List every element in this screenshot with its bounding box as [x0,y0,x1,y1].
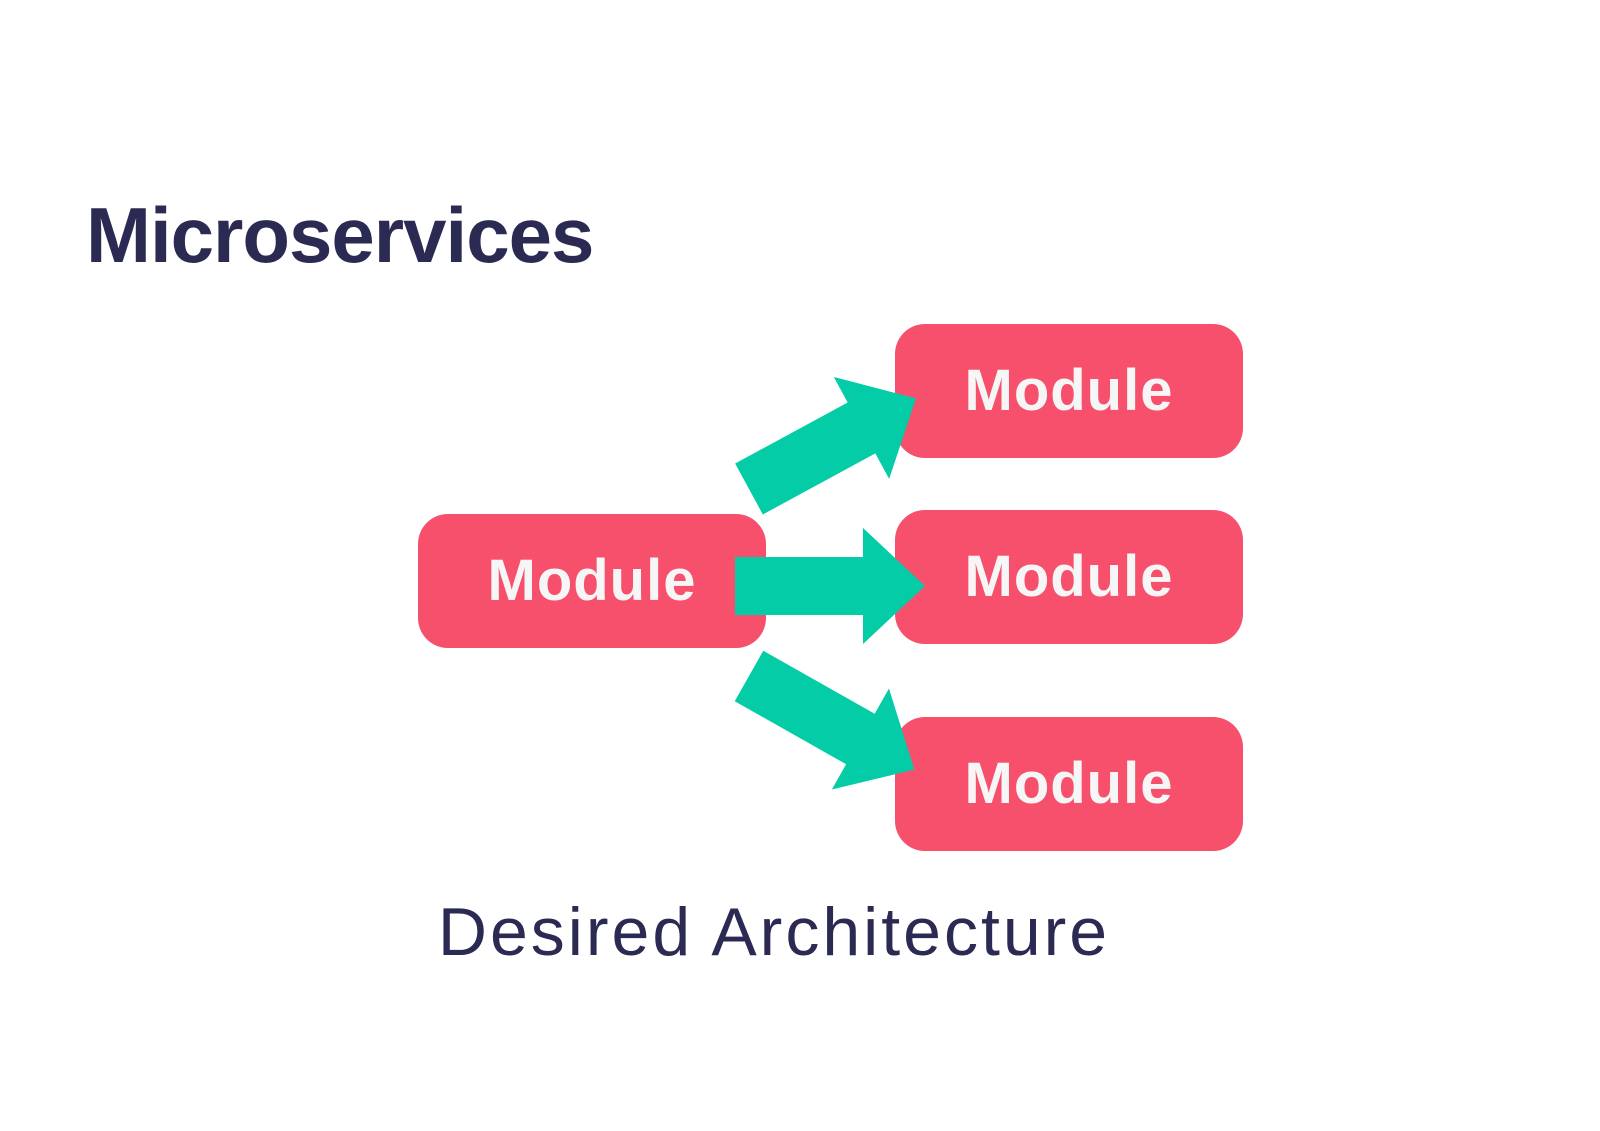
module-box-target-middle: Module [895,510,1243,644]
page-title: Microservices [86,191,594,279]
module-label-target-bottom: Module [964,751,1174,816]
caption: Desired Architecture [437,894,1111,970]
module-box-source: Module [418,514,766,648]
module-label-target-middle: Module [964,544,1174,609]
module-box-target-bottom: Module [895,717,1243,851]
module-box-target-top: Module [895,324,1243,458]
module-label-source: Module [487,548,697,613]
module-label-target-top: Module [964,358,1174,423]
